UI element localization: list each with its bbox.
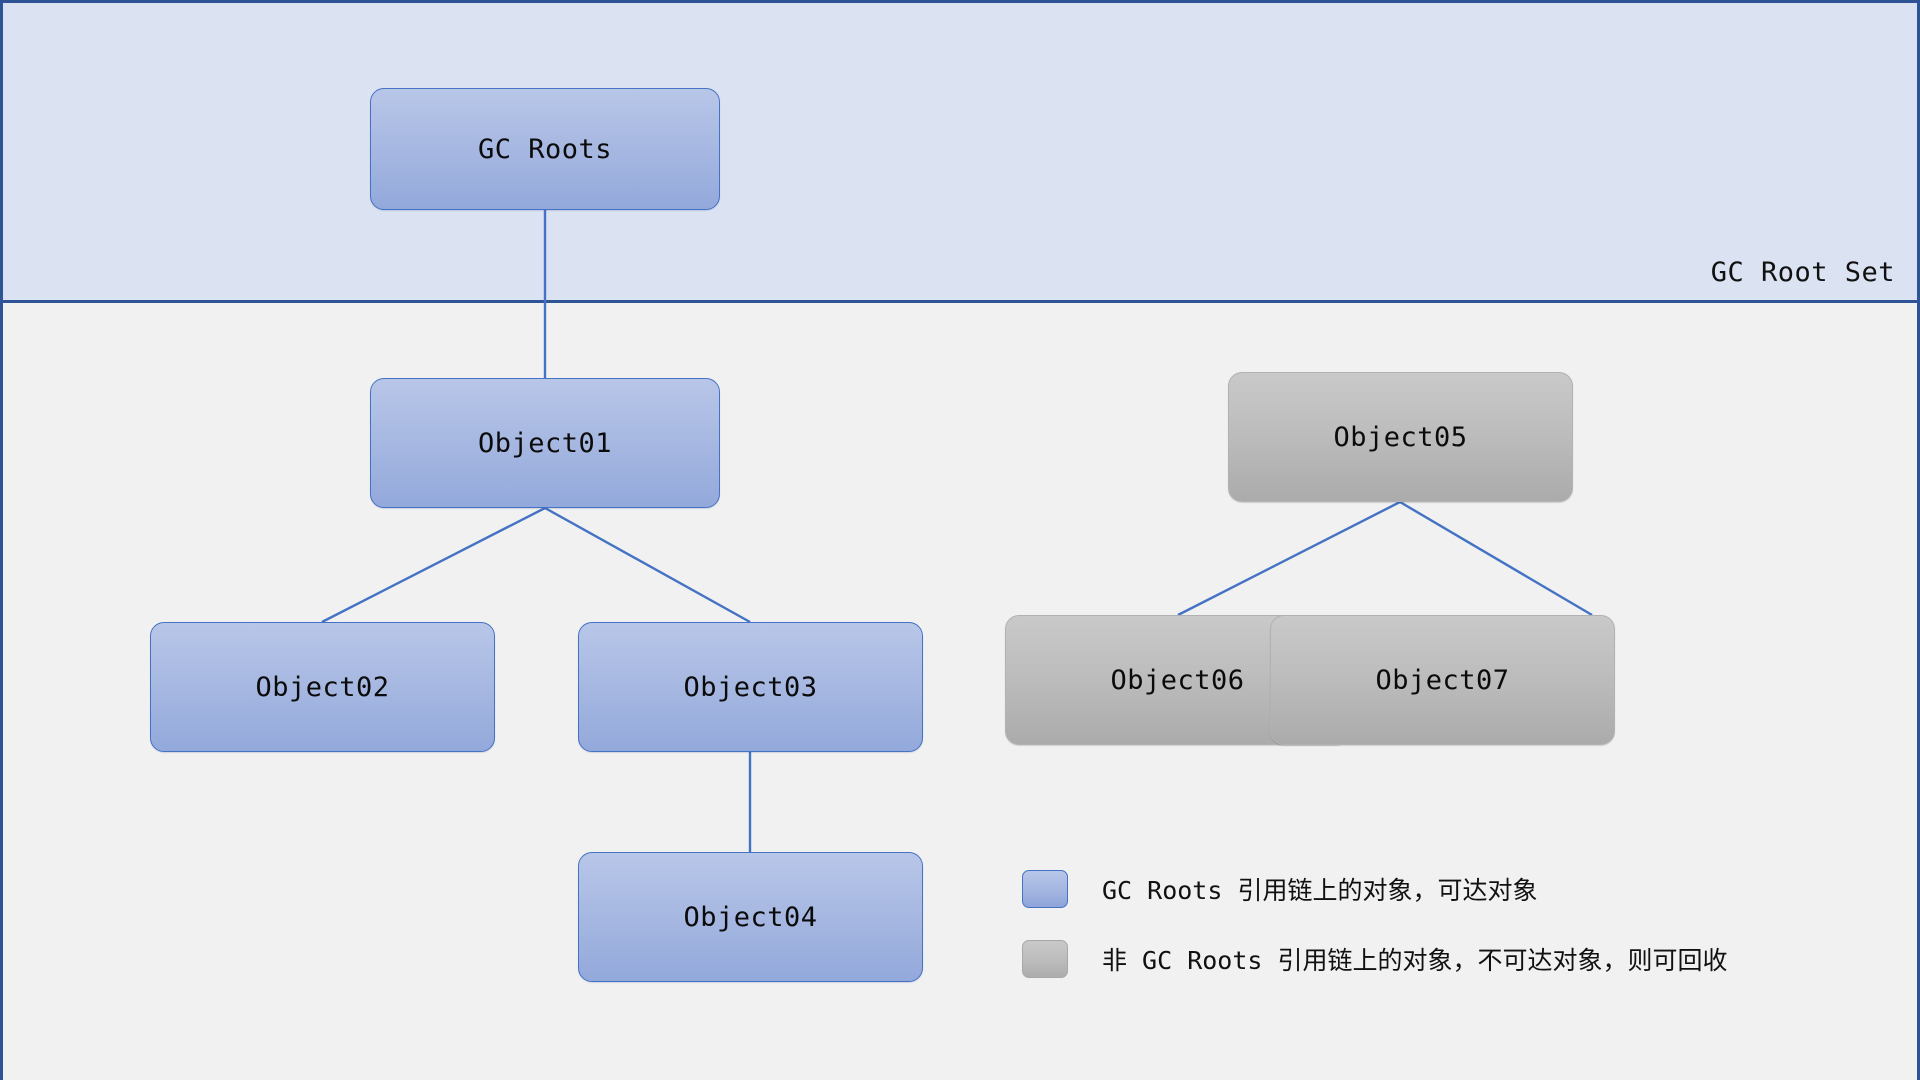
legend: GC Roots 引用链上的对象，可达对象非 GC Roots 引用链上的对象，…	[1022, 866, 1728, 1006]
node-label: Object03	[683, 671, 818, 703]
legend-row: GC Roots 引用链上的对象，可达对象	[1022, 866, 1728, 912]
node-object03[interactable]: Object03	[578, 622, 923, 752]
node-label: Object07	[1375, 664, 1510, 696]
node-label: GC Roots	[477, 133, 613, 165]
node-label: Object04	[683, 901, 818, 933]
legend-label: 非 GC Roots 引用链上的对象，不可达对象，则可回收	[1102, 946, 1728, 975]
node-gc-roots[interactable]: GC Roots	[370, 88, 720, 210]
node-label: Object02	[255, 671, 390, 703]
node-label: Object05	[1333, 421, 1468, 453]
gc-root-set-label: GC Root Set	[1710, 257, 1895, 288]
node-object04[interactable]: Object04	[578, 852, 923, 982]
node-object05[interactable]: Object05	[1228, 372, 1573, 502]
node-object02[interactable]: Object02	[150, 622, 495, 752]
node-object07[interactable]: Object07	[1270, 615, 1615, 745]
gc-root-set-region: GC Root Set	[0, 0, 1920, 303]
node-object01[interactable]: Object01	[370, 378, 720, 508]
node-label: Object01	[477, 427, 613, 459]
legend-swatch-unreachable	[1022, 940, 1068, 978]
legend-label: GC Roots 引用链上的对象，可达对象	[1102, 876, 1538, 905]
legend-row: 非 GC Roots 引用链上的对象，不可达对象，则可回收	[1022, 936, 1728, 982]
legend-swatch-reachable	[1022, 870, 1068, 908]
node-label: Object06	[1110, 664, 1245, 696]
